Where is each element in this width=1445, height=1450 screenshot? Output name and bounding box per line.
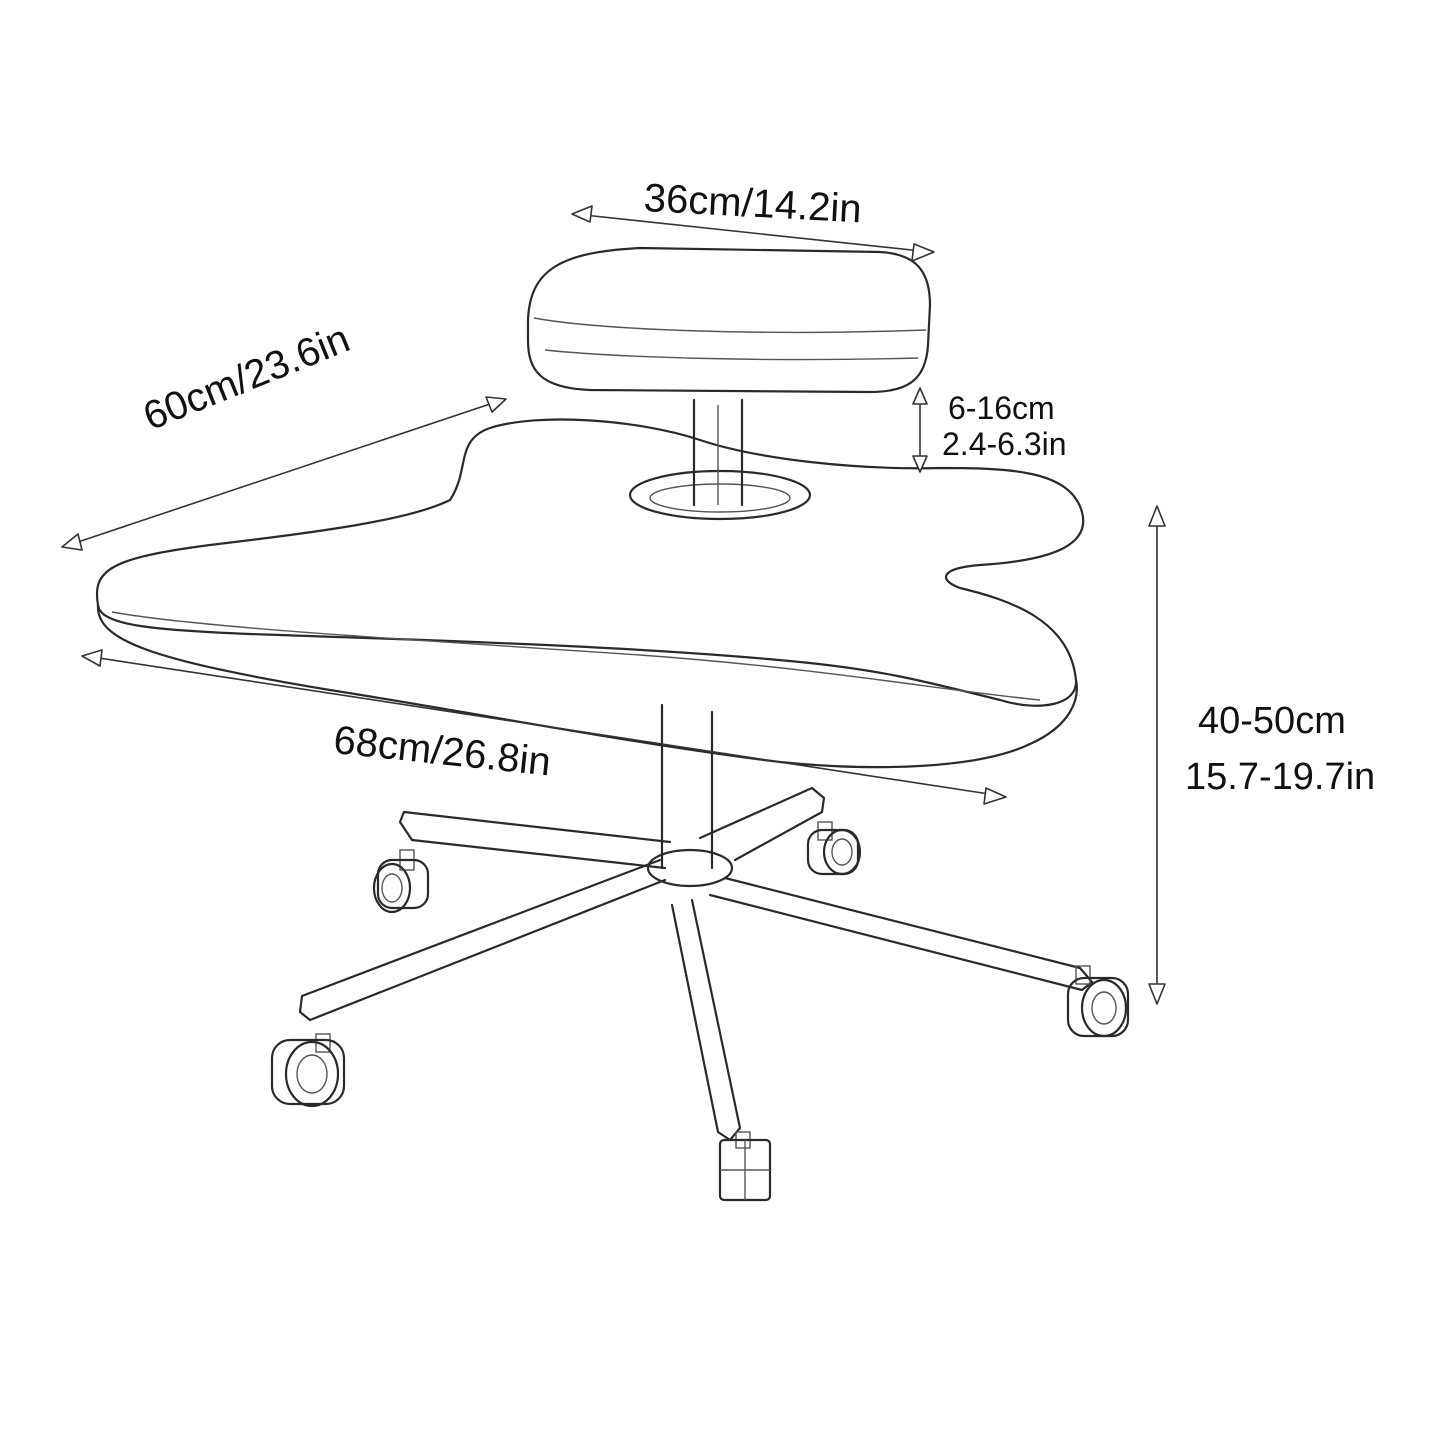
- caster-front-left: [270, 1033, 346, 1108]
- chair-base: [298, 786, 1094, 1142]
- dim-arrow-total-height: [1148, 505, 1166, 1005]
- caster-front: [718, 1131, 772, 1202]
- base-leg-back-left: [398, 810, 672, 870]
- dim-arrow-backrest-height: [912, 387, 928, 473]
- backrest-cushion: [526, 246, 932, 394]
- label-total-height-cm: 40-50cm: [1198, 700, 1346, 742]
- dim-arrow-backrest-width: [571, 205, 935, 262]
- caster-back-right: [806, 821, 862, 876]
- gas-column: [660, 703, 714, 870]
- seat-column-hole: [628, 469, 812, 521]
- label-backrest-height-in: 2.4-6.3in: [942, 426, 1067, 462]
- base-leg-right: [708, 876, 1094, 992]
- base-leg-back-right: [698, 786, 826, 862]
- base-leg-front-left: [298, 858, 667, 1022]
- caster-right: [1066, 965, 1130, 1038]
- label-total-height-in: 15.7-19.7in: [1185, 756, 1376, 798]
- backrest-post: [692, 398, 744, 507]
- label-backrest-height-cm: 6-16cm: [948, 390, 1055, 426]
- label-backrest-width: 36cm/14.2in: [642, 176, 863, 232]
- base-hub: [646, 848, 734, 888]
- base-leg-front: [670, 898, 742, 1142]
- dim-arrow-seat-width: [81, 649, 1007, 805]
- dim-arrow-seat-depth: [61, 396, 507, 551]
- seat-cushion: [95, 418, 1085, 769]
- caster-back-left: [372, 849, 430, 914]
